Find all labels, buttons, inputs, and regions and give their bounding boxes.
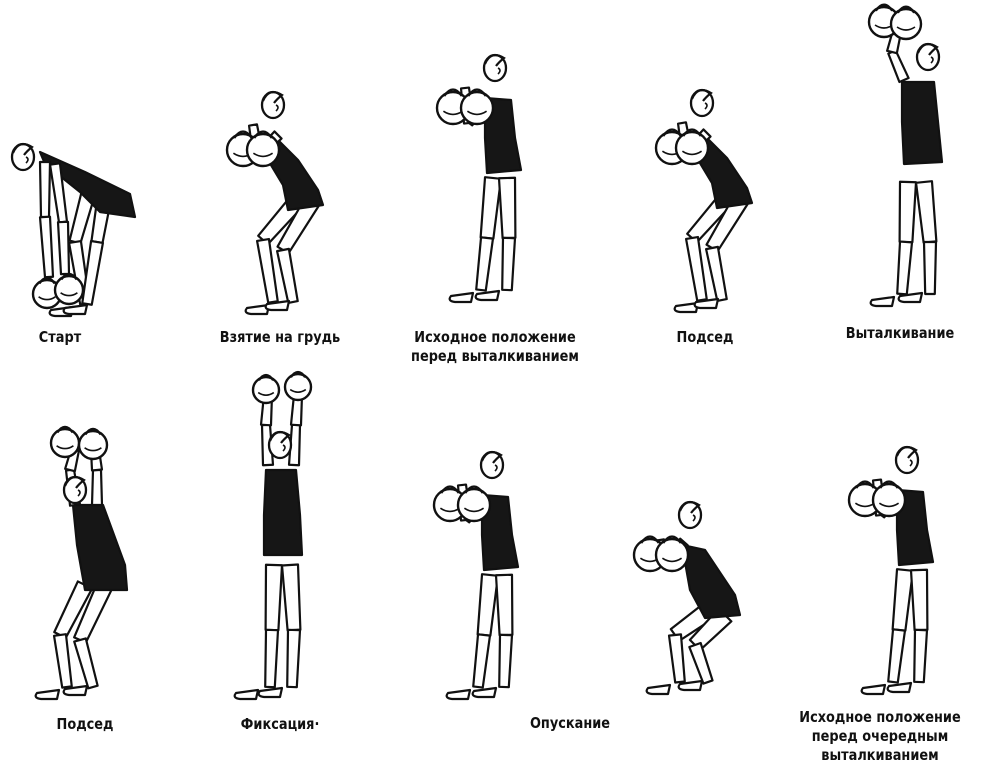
shoe xyxy=(862,685,885,694)
shin xyxy=(265,630,278,687)
caption-push: Выталкивание xyxy=(836,324,965,343)
thigh xyxy=(481,177,501,238)
caption-next-rack-position: Исходное положение перед очередным вытал… xyxy=(794,708,966,765)
figure-lower xyxy=(434,452,518,699)
forearm xyxy=(58,222,69,274)
caption-dip-2: Подсед xyxy=(38,715,133,734)
shin xyxy=(686,237,707,301)
head xyxy=(691,90,713,116)
caption-start: Старт xyxy=(17,328,103,347)
shin xyxy=(924,242,936,294)
shin xyxy=(914,630,927,682)
shin xyxy=(257,239,278,303)
shoe xyxy=(259,688,282,697)
head xyxy=(679,502,701,528)
shoe xyxy=(36,690,59,699)
caption-lockout: Фиксация· xyxy=(224,715,336,734)
shin xyxy=(689,643,712,684)
arm xyxy=(92,470,102,505)
kettlebell-icon xyxy=(51,427,79,457)
kettlebell-icon xyxy=(285,372,311,400)
thigh xyxy=(499,178,515,238)
singlet xyxy=(902,82,942,164)
thigh xyxy=(496,575,512,635)
shin xyxy=(706,247,727,301)
head xyxy=(917,44,939,70)
figure-catch xyxy=(634,502,740,694)
caption-clean: Взятие на грудь xyxy=(203,328,358,347)
caption-rack-position: Исходное положение перед выталкиванием xyxy=(405,328,586,366)
figure-clean xyxy=(227,92,323,314)
singlet xyxy=(682,545,740,618)
shoe xyxy=(447,690,470,699)
shin xyxy=(888,629,905,682)
singlet xyxy=(73,505,127,590)
figure-lockout xyxy=(235,372,311,699)
shoe xyxy=(450,293,473,302)
head xyxy=(896,447,918,473)
forearm xyxy=(40,217,53,278)
shoe xyxy=(888,683,911,692)
shin xyxy=(476,237,493,290)
kettlebell-icon xyxy=(79,429,107,459)
shoe xyxy=(476,291,499,300)
kettlebell-icon xyxy=(55,274,83,304)
arm xyxy=(888,50,908,82)
figure-start xyxy=(12,144,135,316)
head xyxy=(481,452,503,478)
shoe xyxy=(64,305,87,314)
shin xyxy=(287,630,300,687)
shin xyxy=(502,238,515,290)
singlet xyxy=(264,470,302,555)
head xyxy=(64,477,86,503)
head xyxy=(484,55,506,81)
shin xyxy=(74,638,97,688)
shin xyxy=(897,242,912,295)
shoe xyxy=(647,685,670,694)
shoe xyxy=(473,688,496,697)
figure-rack2 xyxy=(849,447,933,694)
caption-dip: Подсед xyxy=(658,328,753,347)
shin xyxy=(54,634,72,687)
thigh xyxy=(478,574,498,635)
arm xyxy=(40,162,50,217)
shin xyxy=(499,635,512,687)
kettlebell-icon xyxy=(253,375,279,403)
figure-push xyxy=(869,5,942,306)
figure-rack xyxy=(437,55,521,302)
shin xyxy=(669,634,685,682)
thigh xyxy=(266,565,282,630)
head xyxy=(269,432,291,458)
head xyxy=(12,144,34,170)
thigh xyxy=(916,181,936,242)
thigh xyxy=(900,182,916,242)
head xyxy=(262,92,284,118)
shin xyxy=(277,249,298,303)
figure-dip xyxy=(656,90,752,312)
shoe xyxy=(871,297,894,306)
figure-dip2 xyxy=(36,427,127,699)
shoe xyxy=(235,690,258,699)
thigh xyxy=(282,565,300,631)
thigh xyxy=(893,569,913,630)
shin xyxy=(473,634,490,687)
caption-lowering: Опускание xyxy=(523,714,618,733)
thigh xyxy=(911,570,927,630)
